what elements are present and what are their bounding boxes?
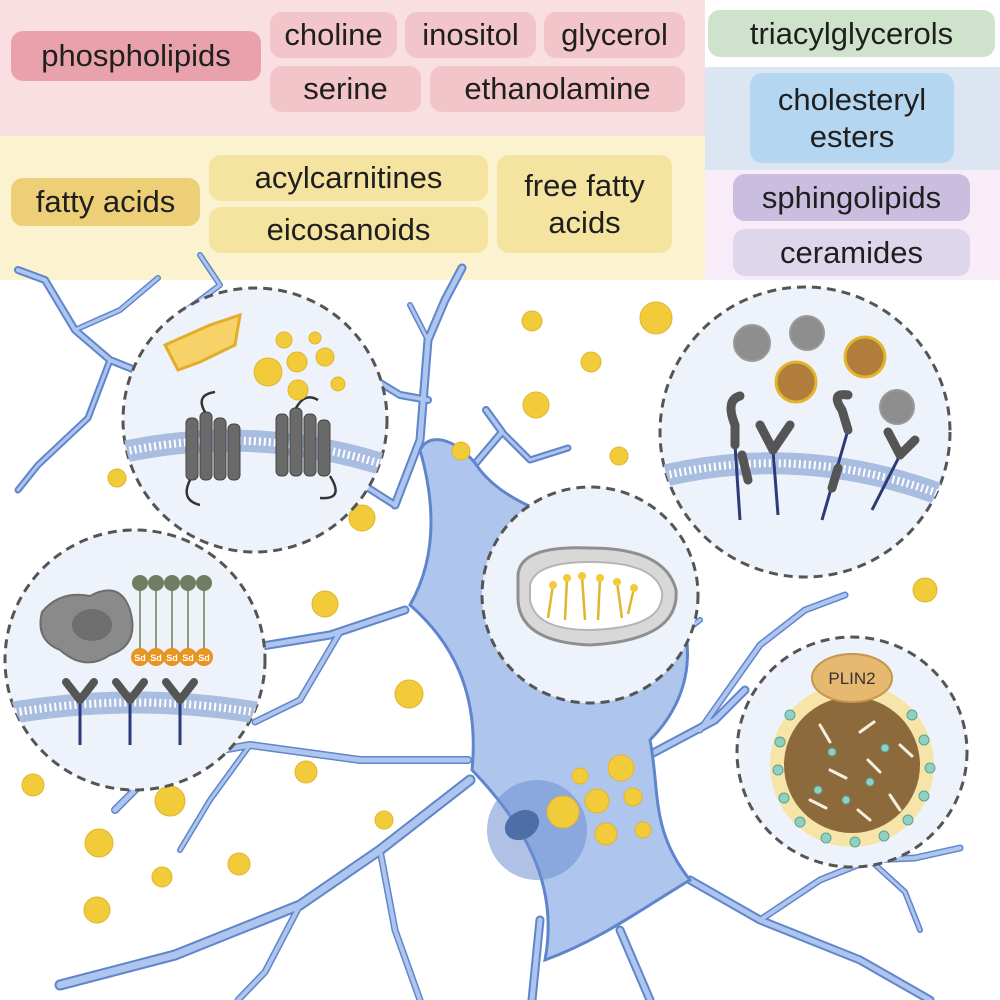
ethanolamine-chip: ethanolamine [430, 66, 685, 112]
sulfatide-label: Sd [198, 653, 210, 663]
lipid-droplets [21, 301, 938, 924]
choline-chip: choline [270, 12, 397, 58]
inset-aggregates [658, 285, 952, 579]
inset-sulfatides: Sd Sd Sd Sd Sd [3, 528, 267, 792]
sphingolipids-title: sphingolipids [733, 174, 970, 221]
neuron-processes-fill [16, 253, 962, 1000]
cholesteryl-esters-chip: cholesteryl esters [750, 73, 954, 163]
glycerol-chip: glycerol [544, 12, 685, 58]
nucleus [487, 780, 587, 880]
serine-chip: serine [270, 66, 421, 112]
free-fatty-acids-chip: free fatty acids [497, 155, 672, 253]
inset-mitochondrion [480, 485, 700, 705]
eicosanoids-chip: eicosanoids [209, 207, 488, 253]
ceramides-chip: ceramides [733, 229, 970, 276]
nucleolus [504, 809, 540, 841]
triacylglycerols-chip: triacylglycerols [708, 10, 995, 57]
sulfatide-label: Sd [150, 653, 162, 663]
sulfatide-label: Sd [134, 653, 146, 663]
acylcarnitines-chip: acylcarnitines [209, 155, 488, 201]
inset-lipid-droplet: PLIN2 [735, 635, 969, 869]
phospholipids-title: phospholipids [11, 31, 261, 81]
fatty-acids-title: fatty acids [11, 178, 200, 226]
sulfatide-label: Sd [166, 653, 178, 663]
inositol-chip: inositol [405, 12, 536, 58]
plin2-label: PLIN2 [828, 669, 875, 688]
sulfatide-label: Sd [182, 653, 194, 663]
inset-receptors [121, 286, 389, 554]
